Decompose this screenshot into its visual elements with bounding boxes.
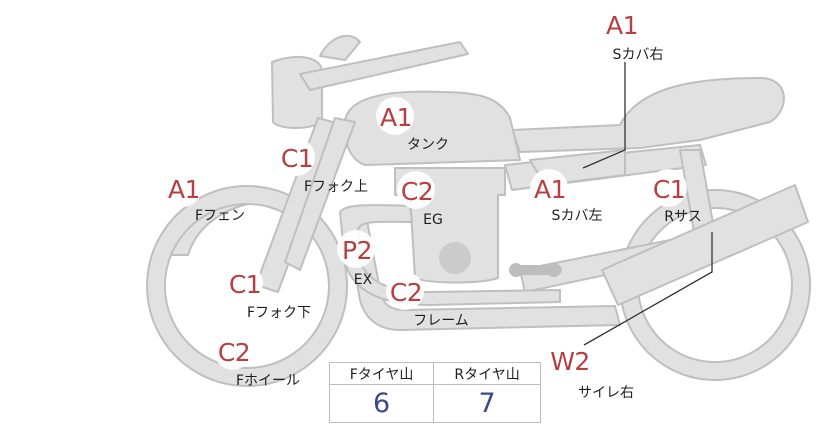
label-front-fork-lower: Fフォク下 xyxy=(246,305,312,321)
marker-code: C1 xyxy=(280,143,314,173)
marker-code: C1 xyxy=(652,174,686,204)
label-front-wheel: Fホイール xyxy=(235,373,301,389)
front-tire-value: 6 xyxy=(328,384,435,423)
label-front-fork-upper: Fフォク上 xyxy=(303,179,369,195)
marker-code: A1 xyxy=(533,174,567,204)
silencer-shape xyxy=(601,184,809,306)
front-fork-rear-shape xyxy=(284,117,356,271)
tire-tread-table: Fタイヤ山 Rタイヤ山 6 7 xyxy=(328,362,541,423)
label-engine: EG xyxy=(423,212,443,228)
marker-code: C2 xyxy=(400,176,434,206)
marker-side-cover-right[interactable]: A1 xyxy=(598,1,646,49)
marker-code: A1 xyxy=(167,174,201,204)
marker-front-fork-lower[interactable]: C1 xyxy=(221,260,269,308)
label-side-cover-left: Sカバ左 xyxy=(551,208,603,224)
marker-code: P2 xyxy=(342,235,372,265)
marker-side-cover-left[interactable]: A1 xyxy=(526,165,574,213)
label-rear-suspension: Rサス xyxy=(664,209,702,225)
exhaust-shape xyxy=(339,204,561,306)
marker-code: C2 xyxy=(389,277,423,307)
seat-shape xyxy=(511,77,785,153)
tank-shape xyxy=(343,90,521,166)
marker-front-fender[interactable]: A1 xyxy=(160,165,208,213)
marker-exhaust[interactable]: P2 xyxy=(333,226,381,274)
front-wheel-shape xyxy=(146,185,349,387)
front-tire-header: Fタイヤ山 xyxy=(328,362,435,385)
marker-silencer-right[interactable]: W2 xyxy=(546,337,594,385)
marker-frame[interactable]: C2 xyxy=(382,268,430,316)
label-front-fender: Fフェン xyxy=(194,208,246,224)
marker-rear-suspension[interactable]: C1 xyxy=(645,165,693,213)
label-frame: フレーム xyxy=(413,313,469,329)
handlebar-shape xyxy=(319,34,361,61)
rear-tire-value: 7 xyxy=(433,384,541,423)
rear-tire-header: Rタイヤ山 xyxy=(433,362,541,385)
label-side-cover-right: Sカバ右 xyxy=(612,47,664,63)
marker-code: A1 xyxy=(605,10,639,40)
handlebar-bar-shape xyxy=(299,41,469,91)
marker-engine[interactable]: C2 xyxy=(393,167,441,215)
marker-code: C2 xyxy=(217,337,251,367)
label-tank: タンク xyxy=(407,137,449,153)
marker-code: C1 xyxy=(228,269,262,299)
marker-tank[interactable]: A1 xyxy=(372,93,420,141)
label-exhaust: EX xyxy=(353,272,373,288)
label-silencer-right: サイレ右 xyxy=(578,385,634,401)
marker-code: W2 xyxy=(550,346,590,376)
headlight-shape xyxy=(271,55,323,129)
marker-front-fork-upper[interactable]: C1 xyxy=(273,134,321,182)
marker-front-wheel[interactable]: C2 xyxy=(210,328,258,376)
marker-code: A1 xyxy=(379,102,413,132)
